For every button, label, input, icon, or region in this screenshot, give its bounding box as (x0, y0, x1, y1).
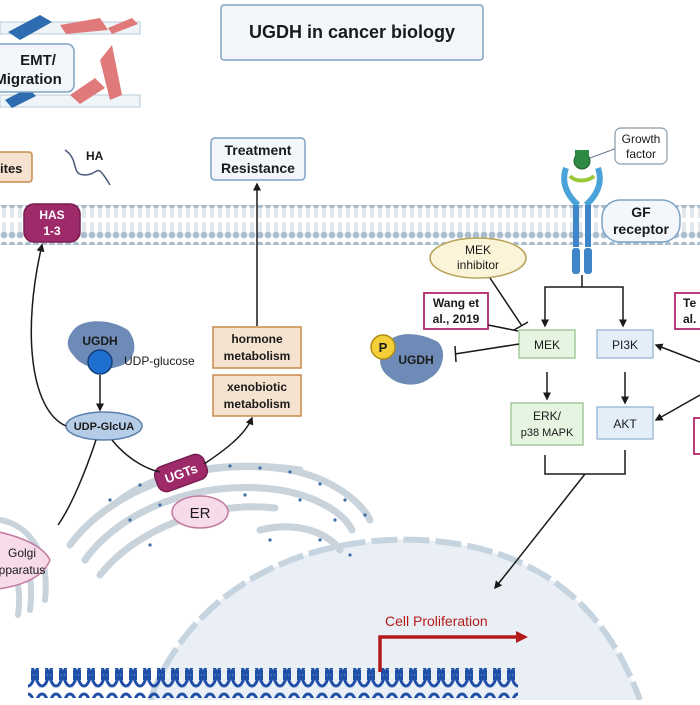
svg-text:ites: ites (0, 161, 22, 176)
svg-text:factor: factor (626, 147, 656, 161)
pi3k-node: PI3K (596, 329, 654, 359)
ugdh-protein: UGDH (67, 321, 135, 375)
svg-text:ER: ER (190, 505, 211, 522)
emt-label: EMT/ Migration (0, 43, 75, 93)
svg-text:GF: GF (631, 204, 651, 220)
svg-text:UGDH: UGDH (398, 353, 433, 367)
svg-text:Resistance: Resistance (221, 160, 295, 176)
mek-node: MEK (518, 329, 576, 359)
svg-text:xenobiotic: xenobiotic (227, 380, 287, 394)
erk-node: ERK/ p38 MAPK (510, 402, 584, 446)
citation-right-partial: Te al. (674, 292, 700, 330)
nucleus (147, 536, 643, 702)
svg-text:Apparatus: Apparatus (0, 563, 45, 577)
svg-text:MEK: MEK (465, 243, 491, 257)
svg-text:PI3K: PI3K (612, 338, 638, 352)
emt-cells-illustration (0, 15, 141, 108)
svg-text:Growth: Growth (622, 132, 661, 146)
growth-factor-pointer (589, 147, 618, 159)
dna-helix (28, 668, 518, 698)
svg-text:metabolism: metabolism (224, 397, 291, 411)
svg-text:p38 MAPK: p38 MAPK (521, 427, 574, 439)
svg-text:al., 2019: al., 2019 (433, 312, 480, 326)
page-title: UGDH in cancer biology (249, 22, 455, 42)
svg-text:al.: al. (683, 312, 696, 326)
ha-label: HA (86, 149, 104, 163)
citation-right-lower-partial (693, 417, 700, 455)
udp-glucose-label: UDP-glucose (124, 354, 195, 368)
akt-node: AKT (596, 406, 654, 440)
svg-text:hormone: hormone (231, 332, 283, 346)
svg-text:inhibitor: inhibitor (457, 258, 499, 272)
svg-text:HAS: HAS (39, 208, 64, 222)
treatment-resistance-box: Treatment Resistance (210, 137, 306, 181)
svg-text:Migration: Migration (0, 71, 62, 88)
svg-text:Treatment: Treatment (225, 142, 292, 158)
svg-text:Te: Te (683, 296, 696, 310)
inhibition-lines (454, 277, 529, 363)
svg-text:1-3: 1-3 (43, 224, 61, 238)
xenobiotic-metabolism-box: xenobiotic metabolism (212, 374, 302, 417)
has-node: HAS 1-3 (23, 203, 81, 243)
cell-proliferation-label: Cell Proliferation (385, 613, 488, 629)
svg-text:Wang et: Wang et (433, 296, 479, 310)
svg-text:UGDH: UGDH (82, 334, 117, 348)
golgi-label: Golgi Apparatus (0, 531, 51, 590)
hormone-metabolism-box: hormone metabolism (212, 326, 302, 369)
proliferation-arrow (378, 631, 528, 672)
svg-text:MEK: MEK (534, 338, 560, 352)
plasma-membrane (0, 205, 700, 245)
endoplasmic-reticulum (66, 462, 374, 579)
metabolites-box: ites (0, 151, 33, 183)
growth-factor-label: Growth factor (614, 127, 668, 165)
title-box: UGDH in cancer biology (220, 4, 484, 61)
ha-strand (64, 149, 111, 186)
svg-text:Golgi: Golgi (8, 546, 36, 560)
er-label: ER (171, 495, 229, 529)
gf-receptor-label: GF receptor (601, 199, 681, 243)
connectors (30, 182, 700, 590)
citation-wang: Wang et al., 2019 (423, 292, 489, 330)
gf-receptor-icon (561, 167, 603, 274)
phospho-ugdh: P UGDH (370, 334, 444, 385)
svg-text:AKT: AKT (613, 417, 637, 431)
udp-glcua-node: UDP-GlcUA (65, 411, 143, 441)
svg-text:receptor: receptor (613, 221, 670, 237)
svg-text:ERK/: ERK/ (533, 409, 562, 423)
udp-glucose-molecule (87, 349, 113, 375)
svg-text:P: P (379, 340, 388, 355)
svg-text:metabolism: metabolism (224, 349, 291, 363)
ugts-node: UGTs (153, 453, 209, 493)
svg-text:EMT/: EMT/ (20, 52, 57, 69)
svg-text:UDP-GlcUA: UDP-GlcUA (74, 421, 135, 433)
growth-factor-ligand (573, 150, 591, 170)
mek-inhibitor: MEK inhibitor (429, 237, 527, 279)
